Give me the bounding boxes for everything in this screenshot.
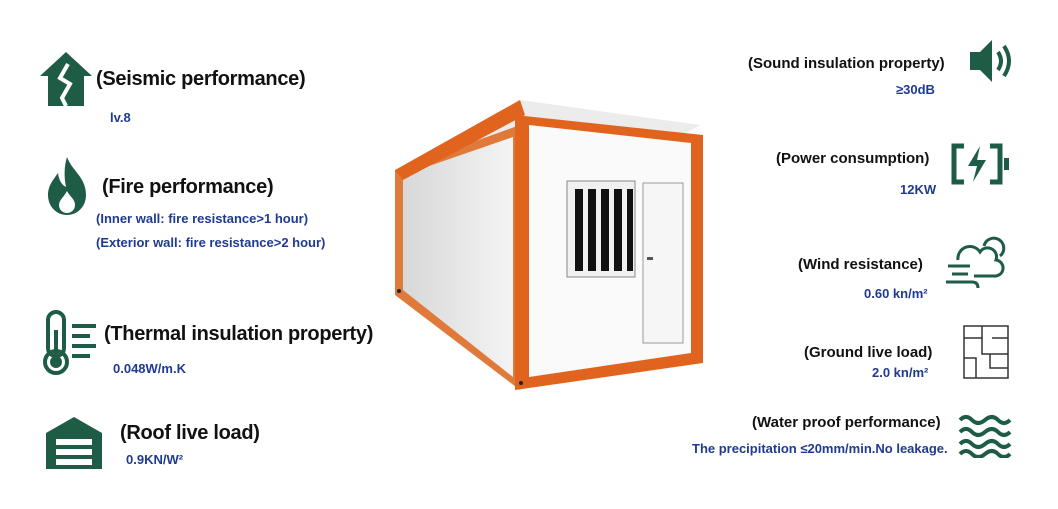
roof-value: 0.9KN/W² [126,452,184,467]
wind-title: (Wind resistance) [798,256,923,273]
thermal-title: (Thermal insulation property) [104,323,374,345]
container-house-image [395,100,703,390]
thermometer-icon [43,310,96,375]
fire-icon [48,157,86,215]
thermal-value: 0.048W/m.K [113,361,186,376]
seismic-value: lv.8 [110,110,131,125]
water-value: The precipitation ≤20mm/min.No leakage. [692,441,948,456]
power-title: (Power consumption) [776,150,930,167]
seismic-title: (Seismic performance) [96,68,306,90]
sound-title: (Sound insulation property) [748,55,945,72]
sound-value: ≥30dB [896,82,935,97]
speaker-icon [970,40,1011,82]
power-value: 12KW [900,182,937,197]
fire-title: (Fire performance) [102,176,274,198]
fire-exterior-wall: (Exterior wall: fire resistance>2 hour) [96,235,326,250]
waves-icon [958,415,1012,458]
roof-title: (Roof live load) [120,422,260,444]
wind-value: 0.60 kn/m² [864,286,928,301]
water-title: (Water proof performance) [752,414,941,431]
garage-icon [46,417,102,469]
battery-charging-icon [951,143,1009,185]
ground-title: (Ground live load) [804,344,933,361]
wind-cloud-icon [946,236,1006,289]
ground-value: 2.0 kn/m² [872,365,929,380]
floor-plan-icon [963,325,1009,379]
fire-inner-wall: (Inner wall: fire resistance>1 hour) [96,211,309,226]
house-crack-icon [40,52,92,107]
